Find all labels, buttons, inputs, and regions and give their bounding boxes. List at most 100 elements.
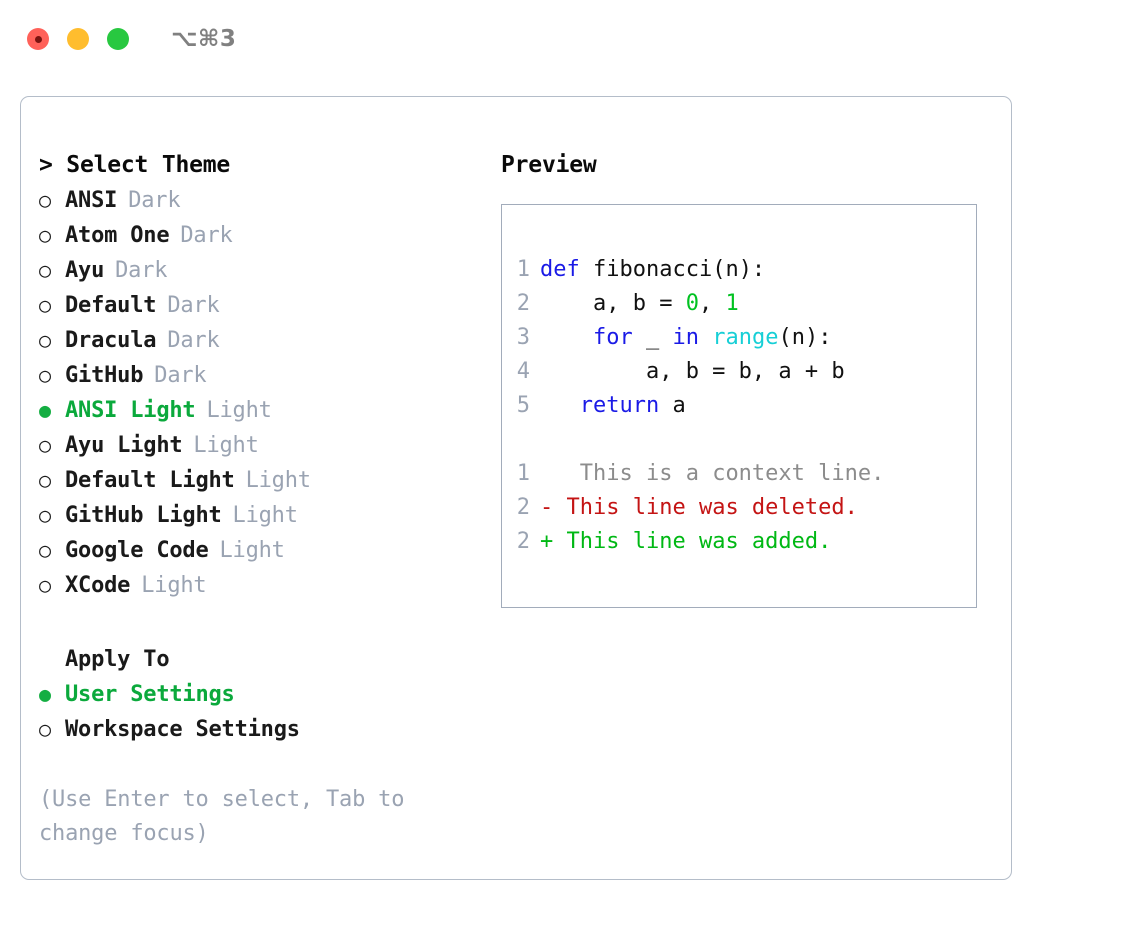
theme-item-label: ANSI xyxy=(65,188,118,213)
code-token-txt xyxy=(699,325,712,350)
radio-unselected-icon: ○ xyxy=(39,503,52,527)
code-token-fn: range xyxy=(712,325,779,350)
maximize-button[interactable] xyxy=(107,28,129,50)
theme-item-label: Atom One xyxy=(65,223,170,248)
apply-to-section: Apply To ● User Settings ○ Workspace Settin… xyxy=(39,643,489,747)
theme-item-variant-tag: Light xyxy=(141,573,207,598)
code-token-txt: _ xyxy=(632,325,673,350)
theme-item-label: GitHub Light xyxy=(65,503,222,528)
theme-item-label: Dracula xyxy=(65,328,157,353)
radio-selected-icon: ● xyxy=(39,398,52,422)
code-line: 5 return a xyxy=(502,389,976,423)
code-line-number: 3 xyxy=(516,325,530,350)
theme-item-variant-tag: Light xyxy=(245,468,311,493)
theme-item-variant-tag: Light xyxy=(232,503,298,528)
code-token-txt: fibonacci(n): xyxy=(579,257,766,282)
code-line-content: a, b = 0, 1 xyxy=(540,287,739,321)
theme-item-variant-tag: Dark xyxy=(180,223,233,248)
code-line-number: 4 xyxy=(516,359,530,384)
theme-item-variant-tag: Light xyxy=(219,538,285,563)
close-icon xyxy=(34,35,42,43)
code-token-txt xyxy=(540,325,593,350)
code-token-txt: , xyxy=(698,291,726,316)
radio-unselected-icon: ○ xyxy=(39,538,52,562)
theme-item-label: Default xyxy=(65,293,157,318)
diff-line-content-ctx: This is a context line. xyxy=(540,457,885,491)
theme-item-github-light[interactable]: ○ GitHub Light Light xyxy=(39,498,489,533)
code-token-kw: for xyxy=(592,325,633,350)
theme-item-label: XCode xyxy=(65,573,131,598)
theme-item-label: Ayu Light xyxy=(65,433,183,458)
theme-item-xcode[interactable]: ○ XCode Light xyxy=(39,568,489,603)
radio-unselected-icon: ○ xyxy=(39,223,52,247)
diff-line-number: 2 xyxy=(516,529,530,554)
theme-item-variant-tag: Dark xyxy=(167,328,220,353)
theme-item-label: Ayu xyxy=(65,258,105,283)
minimize-button[interactable] xyxy=(67,28,89,50)
apply-to-option-label: Workspace Settings xyxy=(65,717,300,742)
diff-marker: - xyxy=(540,495,567,520)
code-token-num: 1 xyxy=(725,291,739,316)
theme-item-ayu-light[interactable]: ○ Ayu Light Light xyxy=(39,428,489,463)
theme-item-google-code[interactable]: ○ Google Code Light xyxy=(39,533,489,568)
radio-unselected-icon: ○ xyxy=(39,573,52,597)
diff-text: This line was added. xyxy=(566,529,832,554)
diff-line: 2 + This line was added. xyxy=(502,525,976,559)
diff-line-content-del: - This line was deleted. xyxy=(540,491,858,525)
radio-selected-icon: ● xyxy=(39,682,52,706)
apply-to-option-label: User Settings xyxy=(65,682,235,707)
close-button[interactable] xyxy=(27,28,49,50)
theme-item-github[interactable]: ○ GitHub Dark xyxy=(39,358,489,393)
theme-item-variant-tag: Dark xyxy=(154,363,207,388)
code-line: 4 a, b = b, a + b xyxy=(502,355,976,389)
code-token-txt: a xyxy=(659,393,686,418)
diff-line-number: 1 xyxy=(516,461,530,486)
theme-item-label: Google Code xyxy=(65,538,209,563)
code-line-content: for _ in range(n): xyxy=(540,321,831,355)
apply-to-option-user-settings[interactable]: ● User Settings xyxy=(39,677,489,712)
keyboard-shortcut-label: ⌥⌘3 xyxy=(171,26,237,52)
theme-item-label: ANSI Light xyxy=(65,398,196,423)
code-token-txt: (n): xyxy=(778,325,832,350)
apply-to-options[interactable]: ● User Settings ○ Workspace Settings xyxy=(39,677,489,747)
radio-unselected-icon: ○ xyxy=(39,363,52,387)
radio-unselected-icon: ○ xyxy=(39,717,52,741)
code-line-number: 1 xyxy=(516,257,530,282)
radio-unselected-icon: ○ xyxy=(39,188,52,212)
traffic-light-buttons xyxy=(27,28,129,50)
theme-item-variant-tag: Light xyxy=(193,433,259,458)
code-token-txt: a, b = xyxy=(540,291,686,316)
radio-unselected-icon: ○ xyxy=(39,433,52,457)
theme-item-variant-tag: Dark xyxy=(167,293,220,318)
code-line-content: return a xyxy=(540,389,686,423)
code-spacer xyxy=(502,423,976,457)
diff-line: 1 This is a context line. xyxy=(502,457,976,491)
theme-item-label: Default Light xyxy=(65,468,235,493)
code-line: 3 for _ in range(n): xyxy=(502,321,976,355)
code-token-kw: def xyxy=(540,257,580,282)
apply-to-option-workspace-settings[interactable]: ○ Workspace Settings xyxy=(39,712,489,747)
preview-heading: Preview xyxy=(501,152,597,178)
apply-to-heading: Apply To xyxy=(65,647,170,672)
code-line: 2 a, b = 0, 1 xyxy=(502,287,976,321)
code-line: 1 def fibonacci(n): xyxy=(502,253,976,287)
radio-unselected-icon: ○ xyxy=(39,258,52,282)
diff-sample: 1 This is a context line.2- This line wa… xyxy=(502,457,976,559)
theme-item-atom-one[interactable]: ○ Atom One Dark xyxy=(39,218,489,253)
theme-item-label: GitHub xyxy=(65,363,144,388)
select-theme-heading: > Select Theme xyxy=(39,152,231,178)
code-line-number: 2 xyxy=(516,291,530,316)
diff-marker: + xyxy=(540,529,567,554)
